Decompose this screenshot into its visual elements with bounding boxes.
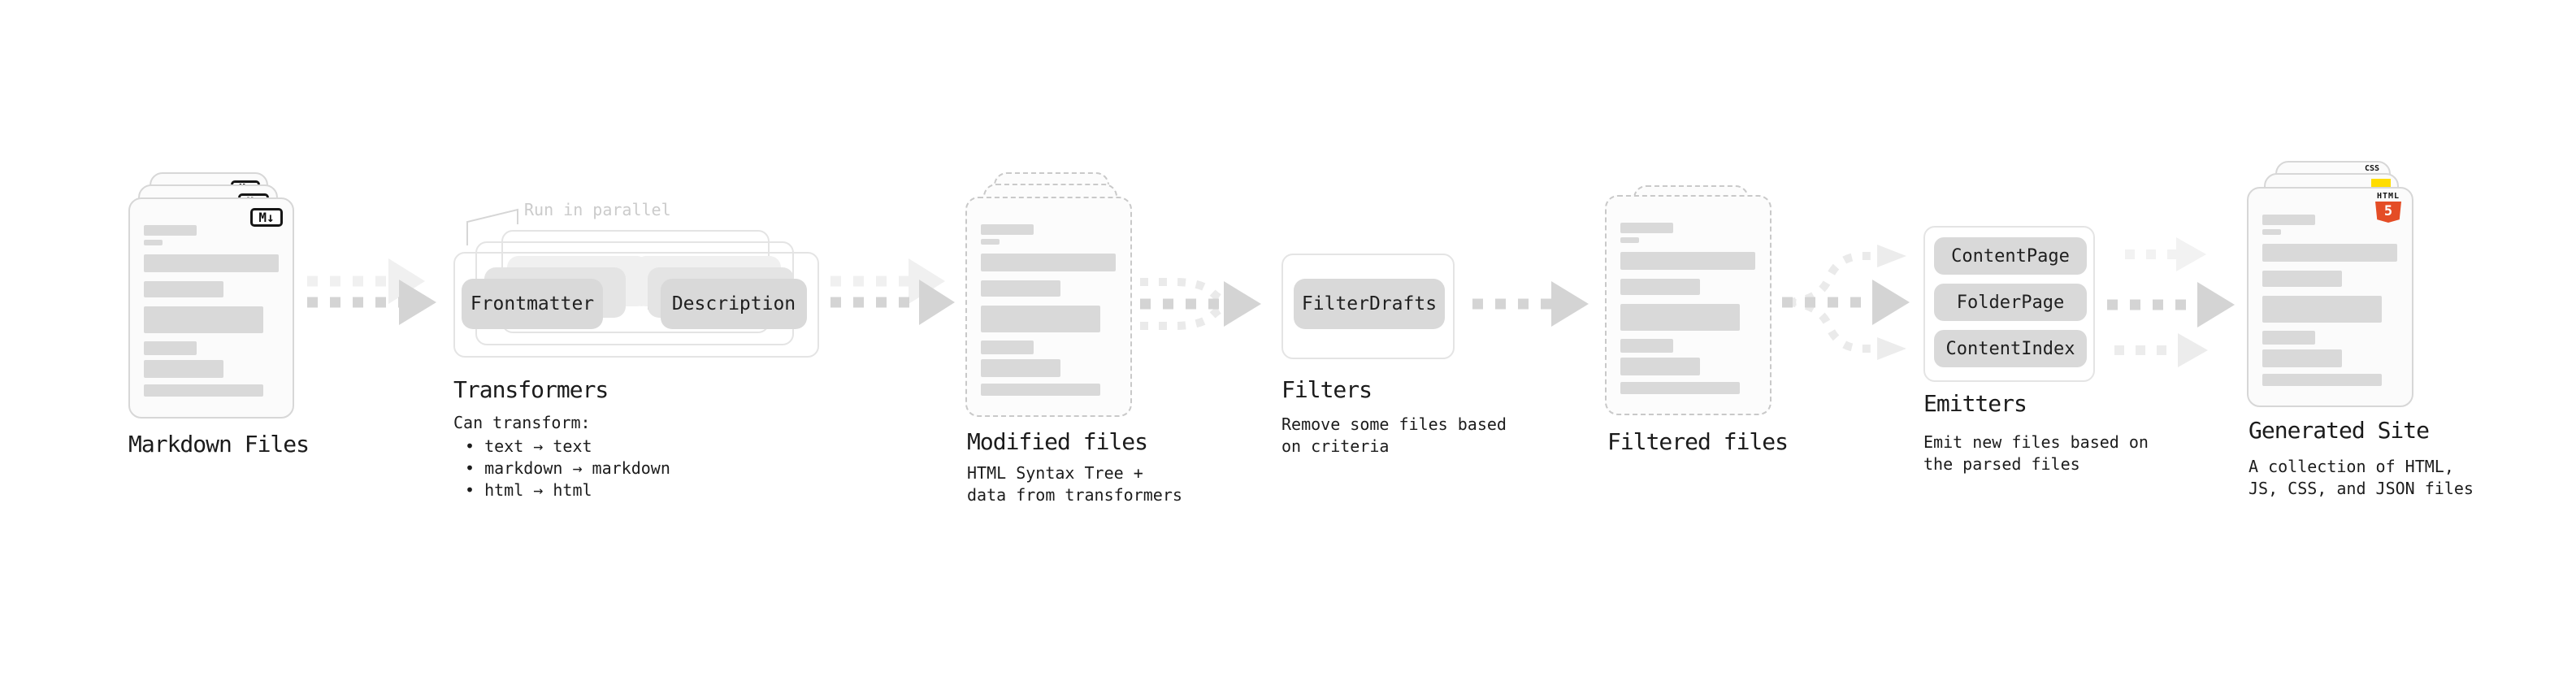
arrow-markdown-to-transformers (307, 258, 436, 325)
arrow-emitters-to-site (2107, 237, 2235, 367)
markdown-icon: M↓ (250, 208, 283, 227)
skeleton-line (981, 340, 1034, 354)
skeleton-line (1620, 237, 1639, 243)
skeleton-line (2262, 229, 2281, 235)
skeleton-line (1620, 223, 1673, 233)
skeleton-line (1620, 382, 1740, 394)
modified-files-title: Modified files (967, 428, 1148, 455)
skeleton-line (981, 384, 1100, 396)
transformers-title: Transformers (453, 376, 609, 403)
skeleton-line (1620, 358, 1700, 375)
skeleton-line (144, 281, 223, 297)
skeleton-line (2262, 271, 2342, 287)
markdown-files-title: Markdown Files (128, 431, 310, 458)
folderpage-button: FolderPage (1934, 284, 2087, 321)
modified-files-subtitle: HTML Syntax Tree + data from transformer… (967, 463, 1182, 505)
skeleton-line (144, 360, 223, 378)
filterdrafts-button: FilterDrafts (1294, 279, 1445, 329)
skeleton-line (981, 359, 1060, 377)
transformers-bullets: • text → text • markdown → markdown • ht… (465, 436, 670, 500)
skeleton-line (981, 306, 1100, 332)
skeleton-line (2262, 349, 2342, 367)
skeleton-line (2262, 244, 2397, 262)
emitters-container (1923, 226, 2095, 382)
modified-file-card-front (965, 197, 1132, 417)
skeleton-line (1620, 339, 1673, 353)
frontmatter-button: Frontmatter (462, 279, 603, 329)
emitters-subtitle: Emit new files based on the parsed files (1923, 432, 2149, 474)
emitters-title: Emitters (1923, 390, 2027, 417)
filtered-files-title: Filtered files (1607, 428, 1789, 455)
skeleton-line (2262, 331, 2315, 345)
skeleton-line (2262, 374, 2382, 386)
filters-title: Filters (1281, 376, 1373, 403)
html5-icon: HTML 5 (2374, 192, 2402, 223)
arrow-transformers-to-modified (830, 258, 955, 325)
arrow-filters-to-filtered (1472, 281, 1589, 327)
skeleton-line (981, 224, 1034, 235)
contentpage-button: ContentPage (1934, 237, 2087, 275)
description-button: Description (661, 279, 807, 329)
filters-container (1281, 254, 1455, 359)
skeleton-line (2262, 215, 2315, 225)
skeleton-line (144, 225, 197, 236)
skeleton-line (1620, 252, 1755, 270)
arrow-modified-to-filters (1140, 278, 1261, 330)
contentindex-button: ContentIndex (1934, 330, 2087, 367)
skeleton-line (1620, 304, 1740, 331)
skeleton-line (1620, 279, 1700, 295)
filters-subtitle: Remove some files based on criteria (1281, 414, 1507, 456)
markdown-file-card-front: M↓ (128, 197, 294, 419)
skeleton-line (144, 306, 263, 333)
skeleton-line (144, 341, 197, 355)
transformers-subtitle: Can transform: (453, 413, 591, 432)
site-file-card-front: HTML 5 (2247, 187, 2413, 407)
skeleton-line (981, 254, 1116, 271)
skeleton-line (144, 240, 163, 245)
skeleton-line (981, 239, 1000, 245)
filtered-file-card-front (1605, 195, 1772, 415)
skeleton-line (2262, 296, 2382, 323)
run-in-parallel-note: Run in parallel (524, 200, 671, 219)
skeleton-line (144, 384, 263, 397)
generated-site-title: Generated Site (2249, 417, 2430, 444)
transformer-layer-front (453, 252, 819, 358)
generated-site-subtitle: A collection of HTML, JS, CSS, and JSON … (2249, 457, 2474, 498)
skeleton-line (981, 280, 1060, 297)
arrow-filtered-to-emitters (1782, 245, 1910, 360)
skeleton-line (144, 254, 279, 272)
